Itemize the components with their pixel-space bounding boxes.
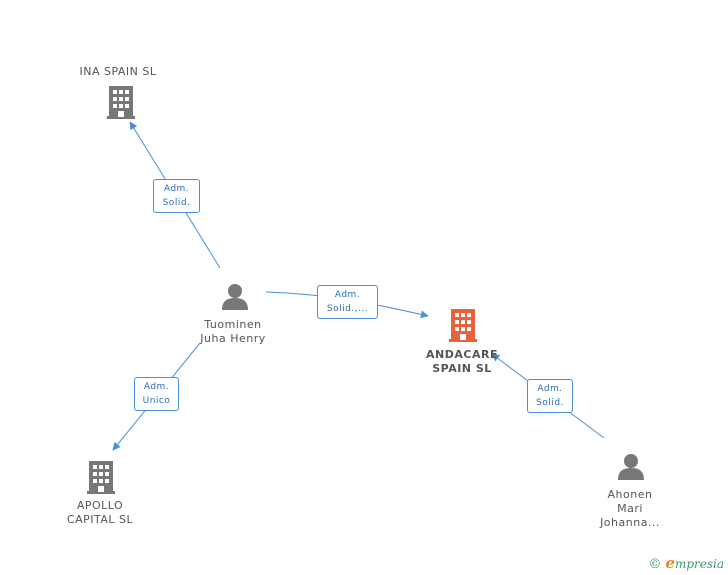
tuominen-label[interactable]: Tuominen Juha Henry [200,318,266,345]
andacare-label[interactable]: ANDACARE SPAIN SL [426,348,498,375]
ahonen-label[interactable]: Ahonen Mari Johanna... [600,488,660,529]
ina-spain-building-icon[interactable] [107,86,135,119]
ahonen-person-icon[interactable] [618,454,644,480]
edge-label-tuominen-andacare[interactable]: Adm. Solid.,... [317,285,378,319]
empresia-watermark: ©empresia [648,554,724,572]
edge-label-tuominen-apollo[interactable]: Adm. Unico [134,377,179,411]
ina-spain-label[interactable]: INA SPAIN SL [79,65,157,78]
andacare-building-icon[interactable] [449,309,477,342]
apollo-label[interactable]: APOLLO CAPITAL SL [66,499,134,526]
brand-initial: e [665,554,675,572]
edge-label-ahonen-andacare[interactable]: Adm. Solid. [527,379,573,413]
apollo-building-icon[interactable] [87,461,115,494]
copyright-icon: © [648,557,662,572]
brand-name: mpresia [674,557,724,571]
tuominen-person-icon[interactable] [222,284,248,310]
edge-label-tuominen-ina-spain[interactable]: Adm. Solid. [153,179,200,213]
